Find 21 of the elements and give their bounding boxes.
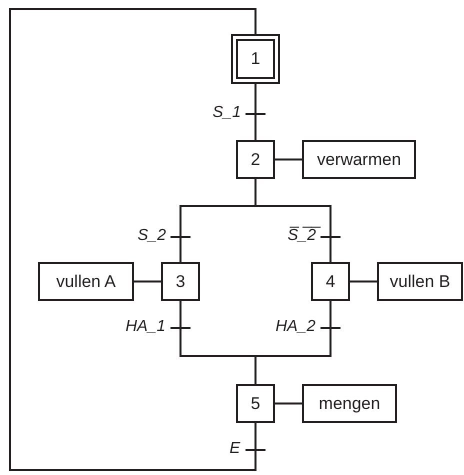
step-box: 5 <box>236 384 275 423</box>
action-box: verwarmen <box>302 140 416 179</box>
transition-line <box>9 8 266 471</box>
action-link-line <box>134 280 161 282</box>
transition-condition: HA_2 <box>274 318 317 336</box>
transition-line <box>246 84 266 140</box>
action-link-line <box>275 402 302 404</box>
action-box: vullen B <box>377 262 463 301</box>
transition-line <box>254 179 340 262</box>
initial-step-box: 1 <box>231 34 280 84</box>
transition-condition: S_2 <box>136 227 167 245</box>
transition-condition: S_1 <box>212 104 242 122</box>
step-box: 4 <box>311 262 350 301</box>
step-box: 3 <box>161 262 200 301</box>
action-box: vullen A <box>38 262 134 301</box>
action-link-line <box>350 280 377 282</box>
transition-line <box>254 301 340 384</box>
action-box: mengen <box>302 384 397 423</box>
step-box: 2 <box>236 140 275 179</box>
transition-condition: HA_1 <box>124 318 167 336</box>
action-link-line <box>275 158 302 160</box>
